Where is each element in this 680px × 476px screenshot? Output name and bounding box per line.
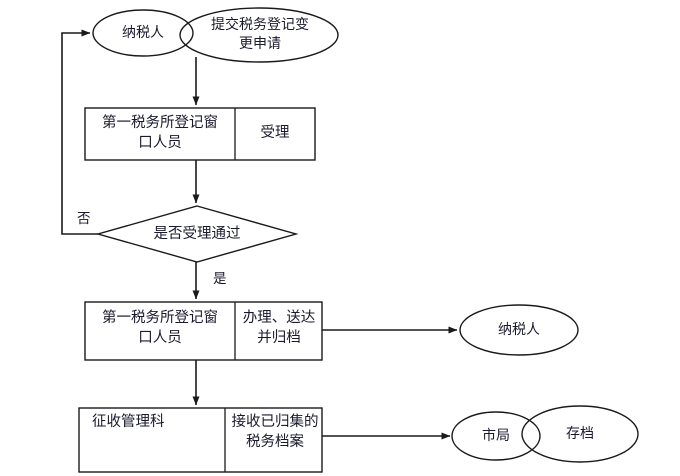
edge-label-decision-yes: 是	[213, 271, 227, 287]
edge-label-decision-no: 否	[77, 211, 91, 227]
start-actor-ellipse[interactable]	[92, 9, 194, 57]
step3-table[interactable]	[78, 407, 323, 473]
step2-table[interactable]	[84, 301, 323, 361]
step3-output-a-ellipse[interactable]	[451, 411, 541, 461]
step2-output-ellipse[interactable]	[459, 304, 579, 356]
edge-decision-no-loop	[61, 29, 98, 235]
step3-output-b-ellipse[interactable]	[521, 405, 639, 463]
start-action-ellipse[interactable]	[179, 7, 339, 63]
step1-table[interactable]	[84, 107, 316, 161]
decision-diamond[interactable]	[95, 205, 299, 263]
